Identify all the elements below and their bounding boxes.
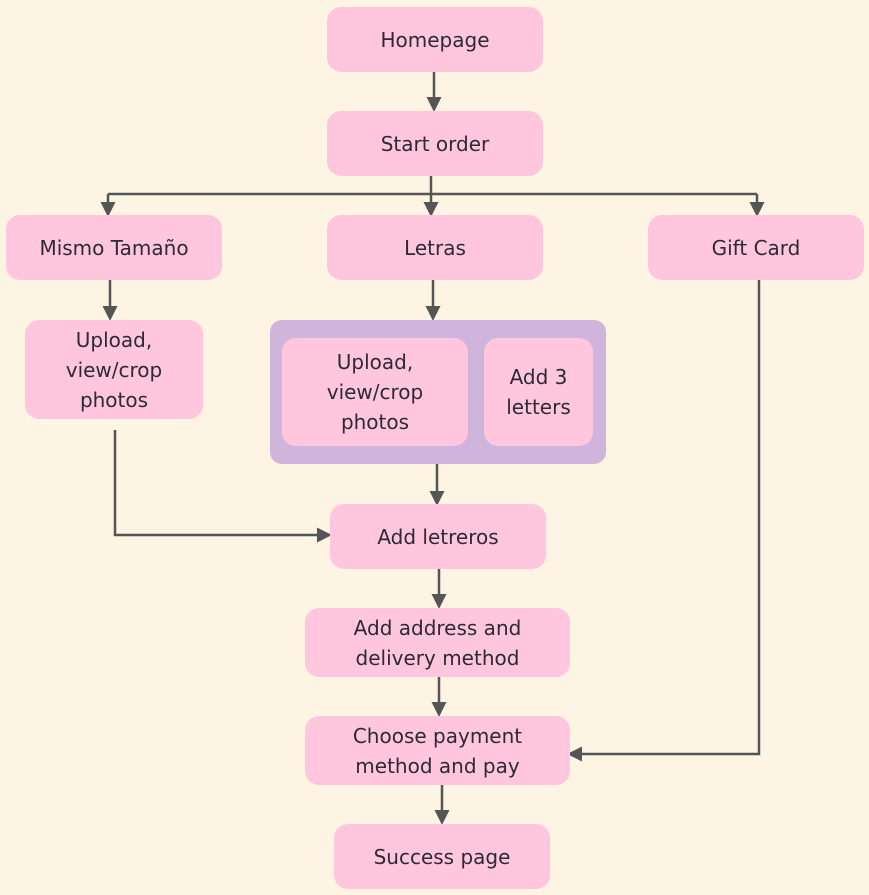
node-homepage: Homepage — [327, 7, 543, 72]
node-add-letters: Add 3 letters — [484, 338, 593, 446]
node-mismo-tamano: Mismo Tamaño — [6, 215, 222, 280]
node-gift-card: Gift Card — [648, 215, 864, 280]
node-upload-photos-letras: Upload, view/crop photos — [282, 338, 468, 446]
node-start-order: Start order — [327, 111, 543, 176]
node-payment: Choose payment method and pay — [305, 716, 570, 785]
arrow-gift-card-to-payment — [567, 280, 761, 762]
node-letras: Letras — [327, 215, 543, 280]
node-add-letreros: Add letreros — [330, 504, 546, 569]
arrow-upload-left-to-letreros — [113, 430, 332, 543]
node-address-delivery: Add address and delivery method — [305, 608, 570, 677]
node-success-page: Success page — [334, 824, 550, 889]
node-upload-photos-mismo: Upload, view/crop photos — [25, 320, 203, 419]
